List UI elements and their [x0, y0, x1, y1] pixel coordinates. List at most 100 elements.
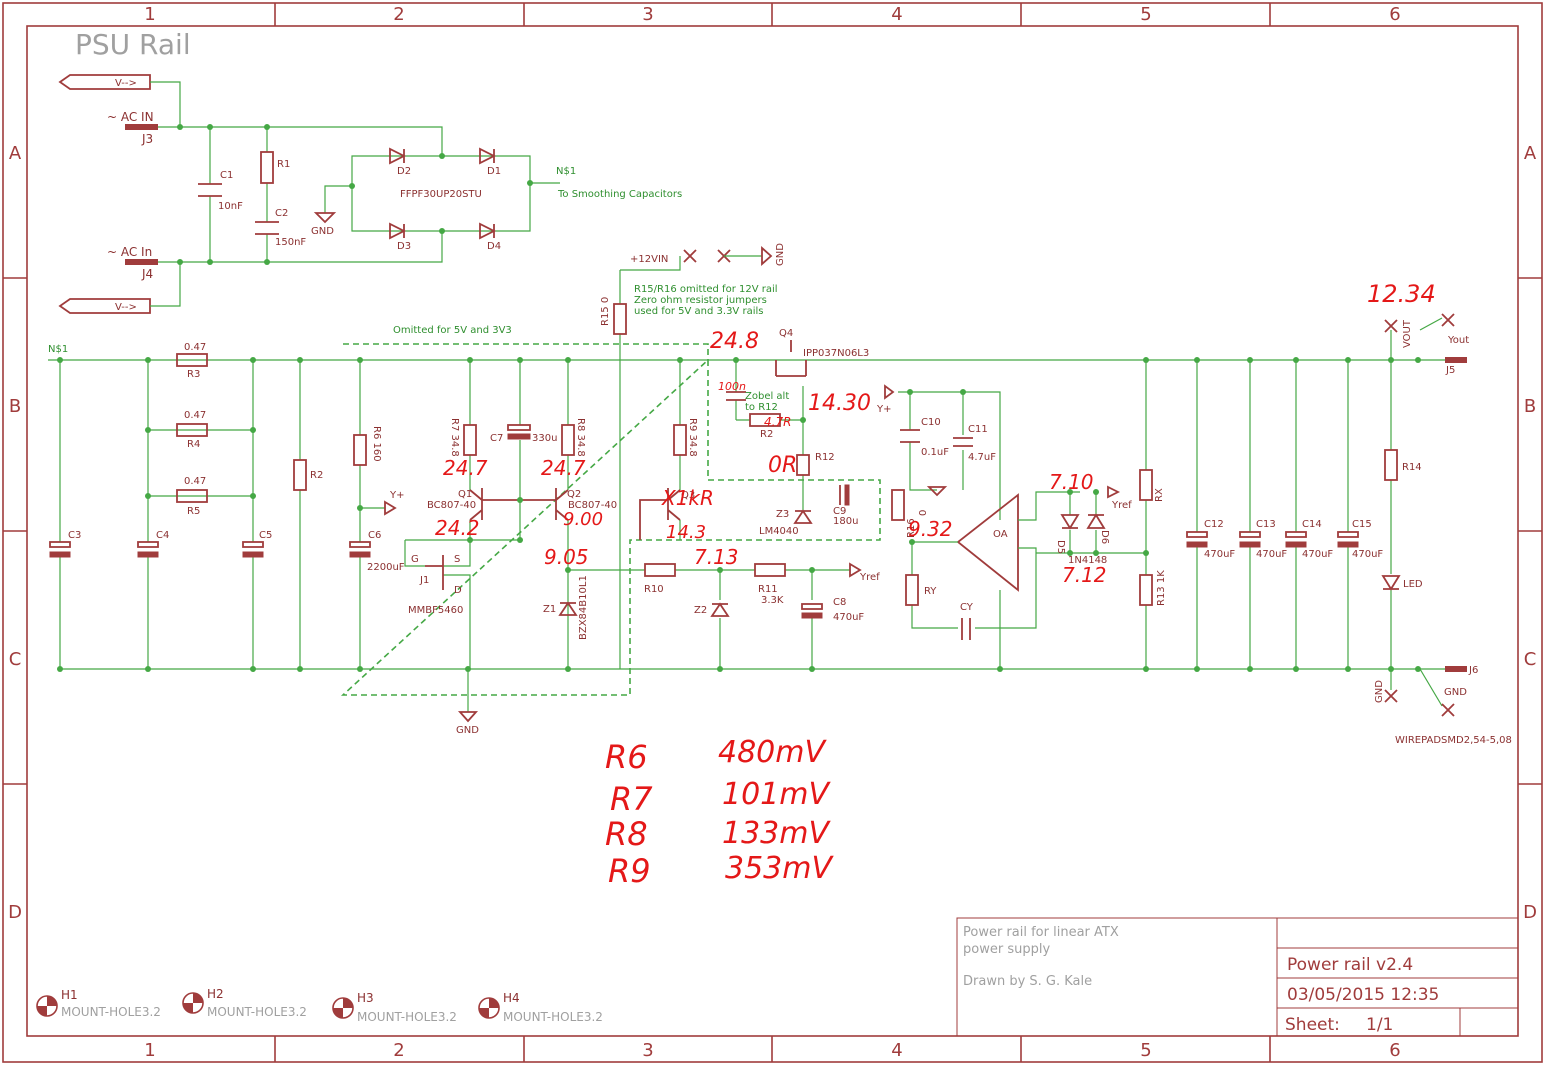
gnd-label-top: GND — [775, 243, 786, 266]
mount-hole-h1-type: MOUNT-HOLE3.2 — [61, 1005, 161, 1019]
gnd-label-reg: GND — [456, 725, 479, 736]
zobel-res-symbol — [749, 413, 781, 427]
ns1-rail-label: N$1 — [48, 344, 68, 355]
z1-symbol — [558, 601, 578, 616]
oa-label: OA — [993, 529, 1008, 540]
r3-symbol — [176, 353, 208, 367]
yplus-label-2: Y+ — [876, 404, 892, 415]
hand-vout-voltage: 12.34 — [1367, 280, 1436, 308]
r14-symbol — [1384, 449, 1398, 481]
d6-label: D6 — [1099, 530, 1110, 544]
plus12-label: +12VIN — [630, 254, 668, 265]
gnd-out-label: GND — [1374, 680, 1385, 703]
r16-value: 0 — [918, 510, 929, 516]
r11-label: R11 — [758, 584, 778, 595]
sheet-title: PSU Rail — [75, 28, 191, 61]
j1-symbol — [425, 555, 444, 590]
mount-hole-h1-ref: H1 — [61, 988, 78, 1002]
ry-symbol — [905, 574, 919, 606]
c14-label: C14 — [1302, 519, 1322, 530]
row-label-left-d: D — [8, 902, 22, 923]
r13-symbol — [1139, 574, 1153, 606]
col-label-bottom-6: 6 — [1389, 1040, 1400, 1061]
hand-zobel-cap: 100n — [718, 380, 746, 393]
c3-label: C3 — [68, 530, 81, 541]
titleblock-sheet-value: 1/1 — [1366, 1015, 1393, 1035]
c15-label: C15 — [1352, 519, 1372, 530]
r4-label: R4 — [187, 439, 200, 450]
j3-label: J3 — [141, 132, 153, 146]
col-label-top-6: 6 — [1389, 4, 1400, 25]
hand-reading-val-r7: 101mV — [722, 777, 831, 812]
zobel-note-2: to R12 — [745, 402, 778, 413]
j4-label: J4 — [141, 267, 153, 281]
r6-label: R6 160 — [371, 426, 382, 462]
ry-label: RY — [924, 586, 937, 597]
r14-label: R14 — [1402, 462, 1422, 473]
hand-q2-emitter: 24.7 — [541, 456, 586, 480]
col-label-top-3: 3 — [642, 4, 653, 25]
q4-value: IPP037N06L3 — [803, 348, 869, 359]
q4-symbol — [775, 340, 807, 377]
row-label-right-b: B — [1524, 396, 1536, 417]
hand-q1-base: 24.2 — [435, 516, 480, 540]
c15-value: 470uF — [1352, 549, 1383, 560]
c2-value: 150nF — [275, 237, 306, 248]
c12-symbol — [1186, 531, 1208, 538]
hand-d6-v: 7.12 — [1062, 563, 1107, 587]
j1-pin-g: G — [411, 554, 419, 565]
row-label-left-c: C — [9, 649, 22, 670]
r8-symbol — [561, 424, 575, 456]
plus12-marker — [683, 249, 697, 263]
mount-hole-h4: H4 MOUNT-HOLE3.2 — [478, 991, 603, 1024]
gnd-j6-label: GND — [1444, 687, 1467, 698]
r1-symbol — [260, 151, 274, 184]
c10-label: C10 — [921, 417, 941, 428]
titleblock-description-2: power supply — [963, 942, 1050, 957]
q1-label: Q1 — [458, 489, 472, 500]
c7-label: C7 — [490, 433, 503, 444]
c4-label: C4 — [156, 530, 169, 541]
c1-value: 10nF — [218, 201, 243, 212]
omitted-region-box — [340, 343, 881, 696]
d4-symbol — [479, 222, 497, 240]
j1-label: J1 — [419, 575, 429, 586]
yref-port-2 — [1107, 485, 1121, 499]
c8-value: 470uF — [833, 612, 864, 623]
gnd-label-bridge: GND — [311, 226, 334, 237]
c12-value: 470uF — [1204, 549, 1235, 560]
hand-reading-val-r8: 133mV — [722, 816, 831, 851]
z3-label: Z3 — [776, 509, 789, 520]
hand-q3-v: 14.3 — [666, 522, 706, 543]
c6-symbol — [349, 541, 371, 548]
c4-symbol — [137, 541, 159, 548]
r15-label: R15 0 — [600, 297, 611, 326]
hand-q3-label: X1kR — [661, 486, 714, 510]
titleblock-name: Power rail v2.4 — [1287, 955, 1413, 975]
yplus-port-2 — [884, 384, 895, 400]
hand-q4-drain: 24.8 — [710, 329, 759, 354]
r13-label: R13 1K — [1156, 570, 1167, 606]
yplus-port-1 — [384, 500, 397, 516]
led-symbol — [1381, 575, 1401, 591]
hand-reading-res-r7: R7 — [610, 780, 653, 818]
titleblock-date: 03/05/2015 12:35 — [1287, 985, 1439, 1005]
c9-value: 180u — [833, 516, 858, 527]
r16-symbol — [891, 489, 905, 521]
r4-value: 0.47 — [184, 410, 206, 421]
hand-r10-node: 7.13 — [694, 545, 739, 569]
hand-d5-v: 7.10 — [1049, 470, 1094, 494]
col-label-top-5: 5 — [1140, 4, 1151, 25]
hand-oa-v: 9.32 — [908, 517, 953, 541]
mount-hole-h3: H3 MOUNT-HOLE3.2 — [332, 991, 457, 1024]
zobel-r2-label: R2 — [760, 429, 773, 440]
d56-value: 1N4148 — [1068, 555, 1107, 566]
ac-in-top-label: ~ AC IN — [107, 110, 154, 124]
c5-label: C5 — [259, 530, 272, 541]
z2-label: Z2 — [694, 605, 707, 616]
r7-symbol — [463, 424, 477, 456]
r12-symbol — [796, 454, 810, 476]
zobel-note-1: Zobel alt — [745, 391, 789, 402]
cy-label: CY — [960, 602, 974, 613]
